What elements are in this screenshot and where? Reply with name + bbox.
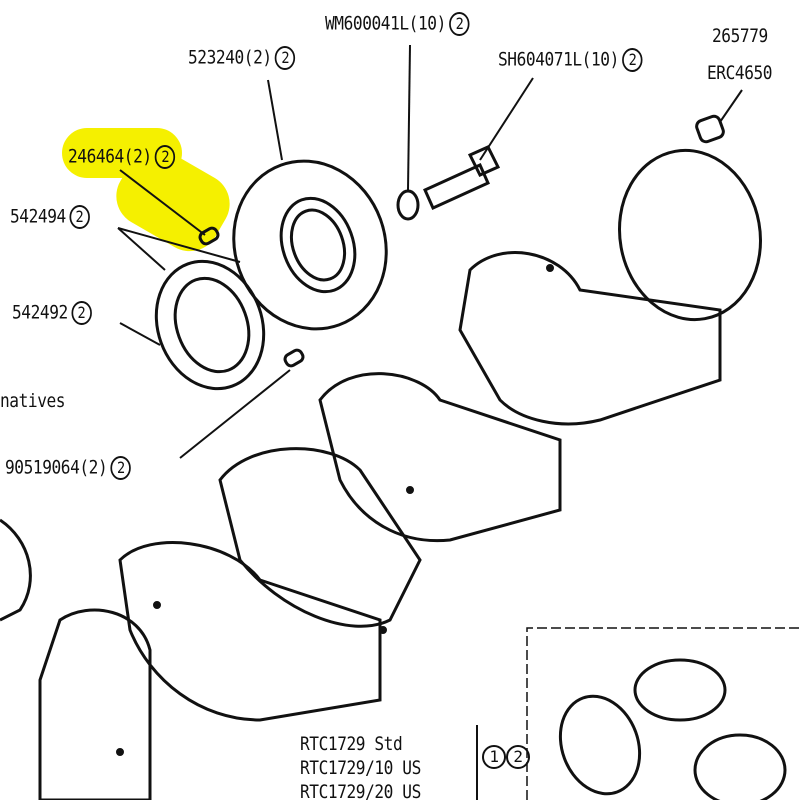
label-sh604071l: SH604071L(10)2 bbox=[498, 48, 643, 72]
part-number: 542494 bbox=[10, 205, 66, 228]
label-90519064: 90519064(2)2 bbox=[5, 456, 132, 480]
part-number: 246464(2) bbox=[68, 145, 152, 168]
part-number: WM600041L(10) bbox=[325, 12, 446, 35]
label-erc4650: ERC4650 bbox=[707, 62, 773, 84]
label-265779: 265779 bbox=[712, 25, 768, 47]
ref-circle: 2 bbox=[110, 456, 132, 480]
bearing-line-10us: RTC1729/10 US bbox=[300, 757, 421, 779]
label-alternatives: natives bbox=[0, 390, 66, 412]
ref-circle: 2 bbox=[622, 48, 643, 72]
part-number: 523240(2) bbox=[188, 46, 272, 69]
part-number: SH604071L(10) bbox=[498, 48, 619, 71]
ref-circle: 2 bbox=[71, 301, 92, 325]
ref-circle: 2 bbox=[69, 205, 90, 229]
part-number: 90519064(2) bbox=[5, 456, 108, 479]
crank-web-3 bbox=[218, 447, 422, 628]
label-246464: 246464(2)2 bbox=[68, 145, 176, 169]
ref-circle: 2 bbox=[155, 145, 176, 169]
ref-circle: 2 bbox=[275, 46, 296, 70]
part-number: 542492 bbox=[12, 301, 68, 324]
crank-web-4 bbox=[118, 541, 382, 722]
bearing-box bbox=[526, 627, 800, 800]
crank-web-1 bbox=[458, 251, 722, 426]
ref-circle-2: 2 bbox=[506, 745, 530, 769]
bearing-line-std: RTC1729 Std bbox=[300, 733, 403, 755]
ref-circle: 2 bbox=[449, 12, 470, 36]
crank-web-2 bbox=[318, 372, 562, 543]
label-523240: 523240(2)2 bbox=[188, 46, 296, 70]
crank-web-5 bbox=[38, 608, 152, 800]
leader-lines bbox=[117, 44, 743, 459]
label-wm600041l: WM600041L(10)2 bbox=[325, 12, 470, 36]
bearing-line-20us: RTC1729/20 US bbox=[300, 781, 421, 800]
bearing-shell bbox=[558, 694, 642, 796]
flange-plate bbox=[232, 159, 388, 331]
oil-seal bbox=[154, 259, 266, 391]
ref-circle-1: 1 bbox=[482, 745, 506, 769]
